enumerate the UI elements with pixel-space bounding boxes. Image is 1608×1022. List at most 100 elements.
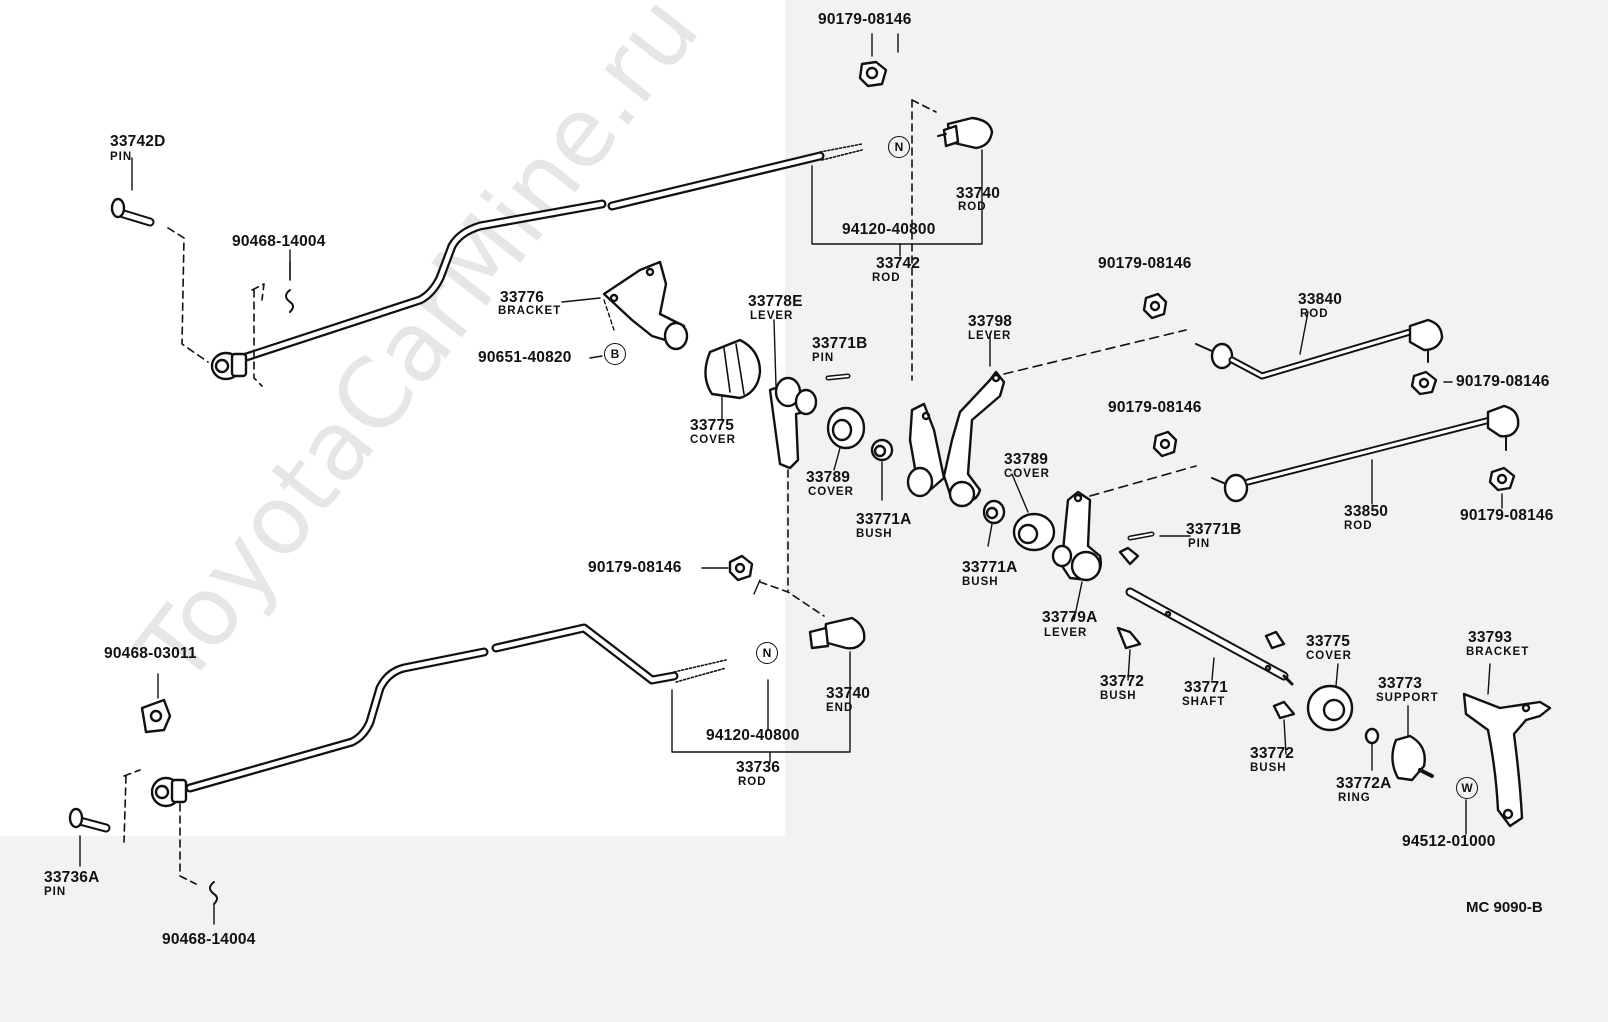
label-33776: 33776 [500, 289, 545, 306]
bracket-33793 [1462, 692, 1552, 828]
label-33740-end: 33740 [826, 685, 871, 702]
label-33742d-sub: PIN [110, 151, 133, 163]
label-90468-bottom: 90468-14004 [162, 931, 256, 948]
label-33789-left-sub: COVER [808, 486, 854, 498]
label-33736: 33736 [736, 759, 781, 776]
nut-90179-top [858, 33, 937, 381]
background-panel-gray-bottom [0, 836, 785, 1022]
lever-33779a [1051, 465, 1197, 582]
label-33771b-right: 33771B [1186, 521, 1242, 538]
label-94512: 94512-01000 [1402, 833, 1496, 850]
label-90468-03011: 90468-03011 [104, 645, 197, 662]
pin-33771b-top [825, 373, 851, 381]
background-panel-gray-right [785, 0, 1608, 1022]
label-33775-right: 33775 [1306, 633, 1351, 650]
bush-33771a-left [870, 438, 894, 462]
label-33776-sub: BRACKET [498, 305, 562, 317]
cover-33775-right [1306, 684, 1354, 732]
label-33778e-sub: LEVER [750, 310, 794, 322]
label-33840-sub: ROD [1300, 308, 1329, 320]
background-panel-white [0, 0, 785, 836]
cover-33789-right [1012, 512, 1056, 552]
bush-33772-right [1264, 630, 1296, 720]
label-33772-left-sub: BUSH [1100, 690, 1137, 702]
label-33798: 33798 [968, 313, 1013, 330]
lever-33778e [768, 376, 818, 593]
diagram-reference-code: MC 9090-B [1466, 899, 1543, 916]
bush-33771a-right [982, 499, 1006, 525]
label-33850-sub: ROD [1344, 520, 1373, 532]
label-33773-sub: SUPPORT [1376, 692, 1439, 704]
label-33742-sub: ROD [872, 272, 901, 284]
label-33779a: 33779A [1042, 609, 1098, 626]
bracket-33776 [602, 260, 689, 351]
label-33742d: 33742D [110, 133, 166, 150]
label-33789-left: 33789 [806, 469, 851, 486]
label-33771a-left: 33771A [856, 511, 912, 528]
support-33773 [1391, 734, 1434, 782]
label-33789-right: 33789 [1004, 451, 1049, 468]
rod-end-33740-top [811, 116, 994, 245]
marker-b: B [604, 343, 626, 365]
label-33793: 33793 [1468, 629, 1513, 646]
label-33772a-sub: RING [1338, 792, 1371, 804]
label-33736a-sub: PIN [44, 886, 67, 898]
nut-90179-mid [728, 554, 825, 617]
label-33771a-right-sub: BUSH [962, 576, 999, 588]
marker-w: W [1456, 777, 1478, 799]
lower-rod-33736 [150, 623, 727, 808]
shaft-33771 [1125, 587, 1294, 686]
label-33789-right-sub: COVER [1004, 468, 1050, 480]
label-33798-sub: LEVER [968, 330, 1012, 342]
label-33771a-left-sub: BUSH [856, 528, 893, 540]
label-33778e: 33778E [748, 293, 803, 310]
pin-33736a [68, 769, 197, 885]
marker-n-top: N [888, 136, 910, 158]
bush-33772-left [1116, 626, 1142, 650]
label-33840: 33840 [1298, 291, 1343, 308]
label-33772a: 33772A [1336, 775, 1392, 792]
label-33771b-right-sub: PIN [1188, 538, 1211, 550]
label-90179-r2: 90179-08146 [1456, 373, 1550, 390]
cover-33789-left [826, 406, 866, 450]
label-33772-left: 33772 [1100, 673, 1145, 690]
label-33736a: 33736A [44, 869, 100, 886]
label-90651: 90651-40820 [478, 349, 572, 366]
label-90179-top: 90179-08146 [818, 11, 912, 28]
label-33740-top: 33740 [956, 185, 1001, 202]
clip-90468-lower [209, 881, 218, 925]
label-33773: 33773 [1378, 675, 1423, 692]
label-33772-right-sub: BUSH [1250, 762, 1287, 774]
label-33779a-sub: LEVER [1044, 627, 1088, 639]
rod-33840 [1142, 292, 1444, 396]
marker-n-bottom: N [756, 642, 778, 664]
label-90179-mid: 90179-08146 [588, 559, 682, 576]
upper-rod-33742 [210, 143, 863, 381]
label-33771: 33771 [1184, 679, 1229, 696]
label-33742: 33742 [876, 255, 921, 272]
rod-33850 [1152, 404, 1520, 503]
leader-lines [131, 33, 1503, 835]
cover-33775-left [704, 338, 762, 400]
label-94120-bottom: 94120-40800 [706, 727, 800, 744]
label-90468-top: 90468-14004 [232, 233, 326, 250]
label-33740-end-sub: END [826, 702, 854, 714]
label-90179-r4: 90179-08146 [1460, 507, 1554, 524]
rod-end-33740-lower [671, 616, 866, 753]
label-33771b-top-sub: PIN [812, 352, 835, 364]
label-33740-top-sub: ROD [958, 201, 987, 213]
label-33771-sub: SHAFT [1182, 696, 1226, 708]
label-33772-right: 33772 [1250, 745, 1295, 762]
label-33793-sub: BRACKET [1466, 646, 1530, 658]
label-94120-top: 94120-40800 [842, 221, 936, 238]
ring-33772a [1364, 727, 1380, 745]
label-33771a-right: 33771A [962, 559, 1018, 576]
pin-33742d [110, 197, 209, 363]
label-33771b-top: 33771B [812, 335, 868, 352]
label-33775-left-sub: COVER [690, 434, 736, 446]
lever-33798 [906, 329, 1187, 508]
label-90179-r3: 90179-08146 [1108, 399, 1202, 416]
label-33775-left: 33775 [690, 417, 735, 434]
